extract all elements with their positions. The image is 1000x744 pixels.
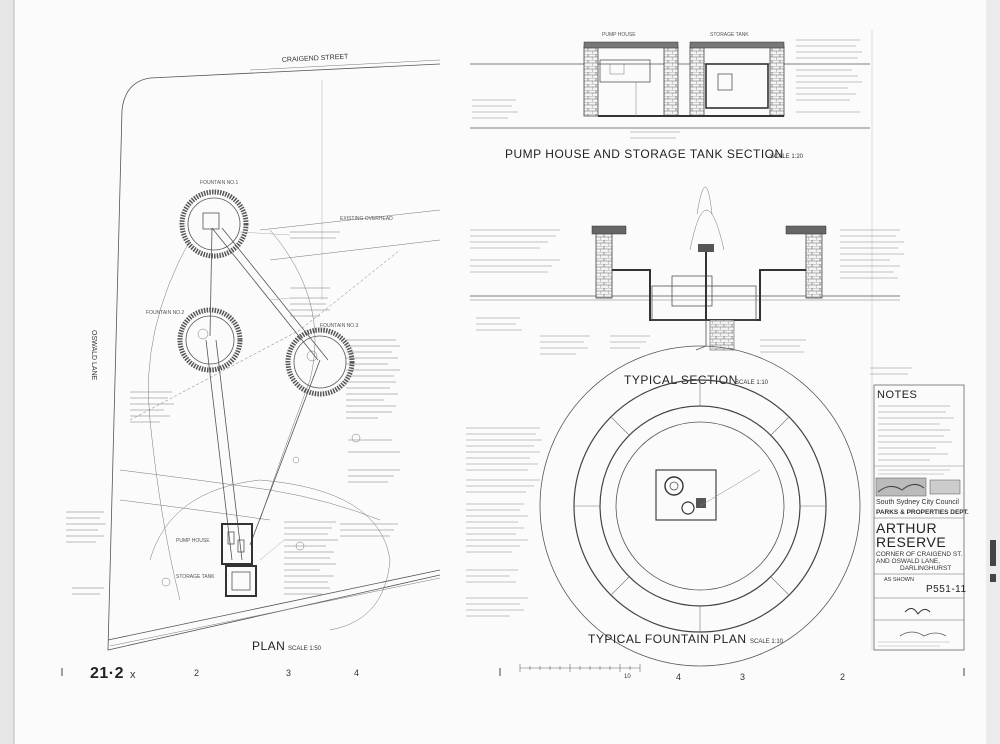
location-line3: DARLINGHURST: [900, 565, 951, 572]
location-line2: AND OSWALD LANE,: [876, 558, 940, 565]
fountain-1-label: FOUNTAIN NO.1: [200, 180, 238, 186]
pump-section-title: PUMP HOUSE AND STORAGE TANK SECTION: [505, 147, 784, 161]
pump-section-annotations: [472, 39, 864, 139]
pump-house-plan-label: PUMP HOUSE: [176, 538, 210, 544]
street-label-craigend: CRAIGEND STREET: [282, 53, 350, 64]
notes-heading: NOTES: [877, 389, 917, 401]
storage-tank-plan: [225, 565, 257, 597]
typical-section-title: TYPICAL SECTION: [624, 373, 738, 387]
ruler-number-5: 4: [676, 672, 681, 682]
scale-ruler: [519, 664, 641, 672]
scan-edge-left: [0, 0, 14, 744]
sheet-mark: 21·2: [90, 665, 124, 682]
pump-house-section-label: PUMP HOUSE: [602, 32, 636, 38]
council-name: South Sydney City Council: [876, 499, 959, 506]
plan-annotations: [66, 231, 400, 595]
signature: [904, 608, 931, 615]
site-boundary: [107, 63, 441, 651]
fountain-2-plan: [177, 307, 243, 373]
department-name: PARKS & PROPERTIES DEPT.: [876, 509, 969, 516]
plan-leaders: [239, 80, 323, 561]
fountain-plan-annotations: [466, 427, 542, 617]
scale-value: AS SHOWN: [884, 577, 914, 583]
ruler-number-3: 4: [354, 668, 359, 678]
typical-fountain-plan: TYPICAL FOUNTAIN PLAN SCALE 1:10: [466, 345, 861, 667]
ruler-number-2: 3: [286, 668, 291, 678]
storage-tank-section-label: STORAGE TANK: [710, 32, 749, 38]
fountain-1-plan: [179, 189, 249, 259]
fountain-3-label: FOUNTAIN NO.3: [320, 323, 358, 329]
typical-section: TYPICAL SECTION SCALE 1:10: [470, 187, 912, 387]
ruler-number-1: 2: [194, 668, 199, 678]
project-name-line2: RESERVE: [876, 534, 946, 550]
site-plan: CRAIGEND STREET OSWALD LANE FOUNTAIN NO.…: [66, 53, 441, 653]
pump-house-section: PUMP HOUSE STORAGE TANK PUMP HOUSE AND S…: [470, 32, 870, 161]
pump-section-scale: SCALE 1:20: [770, 154, 804, 160]
fountain-plan-title: TYPICAL FOUNTAIN PLAN: [588, 632, 747, 646]
title-block: NOTES South Sydney City Council PARKS & …: [871, 30, 969, 651]
project-name-line1: ARTHUR: [876, 520, 937, 536]
plan-scale: SCALE 1:50: [288, 646, 322, 652]
existing-overhead-label: EXISTING OVERHEAD: [340, 216, 393, 222]
plan-title: PLAN: [252, 639, 285, 653]
ruler-number-7: 2: [840, 672, 845, 682]
sheet-mark-x: x: [130, 669, 136, 681]
fountain-3-plan: [285, 327, 355, 397]
notes-text: [878, 405, 954, 461]
council-logo: [875, 477, 927, 497]
ruler-number-6: 3: [740, 672, 745, 682]
bottom-margin: 21·2 x 2 3 4 10 4 3 2: [61, 540, 996, 682]
location-line1: CORNER OF CRAIGEND ST.: [876, 551, 963, 558]
fountain-2-label: FOUNTAIN NO.2: [146, 310, 184, 316]
storage-tank-plan-label: STORAGE TANK: [176, 574, 215, 580]
street-label-oswald: OSWALD LANE: [90, 330, 97, 381]
drawing-number: P551-11: [926, 584, 967, 595]
ruler-number-4: 10: [624, 674, 631, 680]
fountain-plan-scale: SCALE 1:10: [750, 639, 784, 645]
typical-section-annotations: [470, 229, 912, 375]
typical-section-scale: SCALE 1:10: [735, 380, 769, 386]
pump-house-plan: [221, 523, 253, 565]
scan-edge-right: [986, 0, 1000, 744]
